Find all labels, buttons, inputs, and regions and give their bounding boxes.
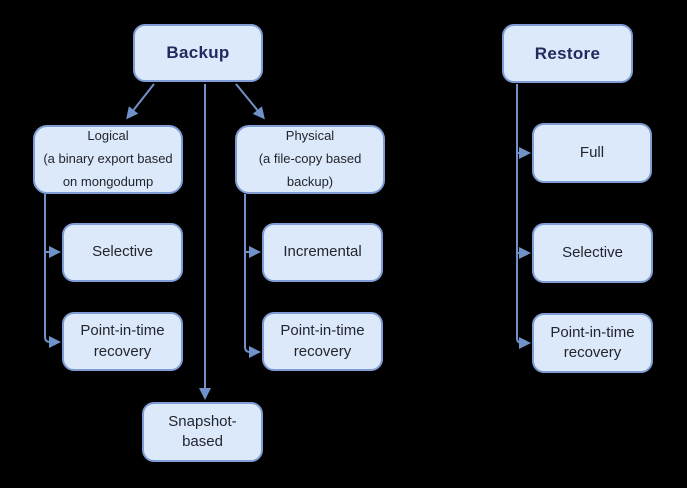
edge-logical-selective <box>44 194 61 258</box>
edge-logical-pitr <box>44 252 61 348</box>
node-selective-label: Selective <box>562 243 623 261</box>
node-restore: Restore <box>502 24 633 83</box>
edge-physical-incremental <box>244 194 261 258</box>
edge-restore-selective <box>516 153 531 259</box>
node-logical-desc-line2: on mongodump <box>62 173 154 189</box>
node-pitr-label: Point-in-time recovery <box>550 323 635 361</box>
node-full-label: Full <box>579 143 605 161</box>
node-selective-restore: Selective <box>532 223 653 283</box>
node-snapshot-based: Snapshot-based <box>142 402 263 462</box>
edge-restore-full <box>516 84 531 159</box>
node-logical-desc-line1: (a binary export based <box>43 151 173 167</box>
node-pitr-label: Point-in-time recovery <box>280 322 365 360</box>
node-pitr-restore: Point-in-time recovery <box>532 313 653 373</box>
node-logical-title: Logical <box>87 128 129 144</box>
node-snapshot-label: Snapshot-based <box>168 412 237 450</box>
node-logical: Logical (a binary export based on mongod… <box>33 125 183 194</box>
node-physical-desc-line2: backup) <box>286 173 334 189</box>
node-pitr-label: Point-in-time recovery <box>80 322 165 360</box>
node-selective-label: Selective <box>92 243 153 261</box>
node-physical: Physical (a file-copy based backup) <box>235 125 385 194</box>
node-selective-backup-logical: Selective <box>62 223 183 282</box>
node-pitr-backup-physical: Point-in-time recovery <box>262 312 383 371</box>
edge-backup-physical <box>235 83 265 120</box>
node-backup: Backup <box>133 24 263 82</box>
node-backup-label: Backup <box>166 43 230 62</box>
node-physical-title: Physical <box>285 128 335 144</box>
edge-restore-pitr <box>516 253 531 349</box>
node-incremental-label: Incremental <box>283 243 362 261</box>
node-pitr-backup-logical: Point-in-time recovery <box>62 312 183 371</box>
edge-backup-logical <box>126 83 155 120</box>
node-restore-label: Restore <box>534 43 601 63</box>
node-full: Full <box>532 123 652 183</box>
node-incremental: Incremental <box>262 223 383 282</box>
edge-physical-pitr <box>244 252 261 358</box>
node-physical-desc-line1: (a file-copy based <box>258 151 362 167</box>
